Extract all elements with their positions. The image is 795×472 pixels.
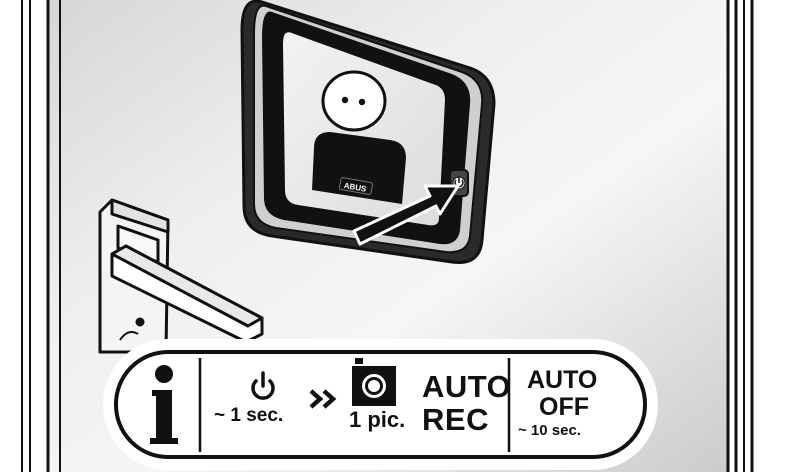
double-chevron-icon — [309, 389, 337, 409]
power-icon — [251, 371, 275, 400]
arrow-icon — [352, 184, 460, 246]
svg-text:ABUS: ABUS — [343, 181, 368, 194]
picture-count-label: 1 pic. — [349, 407, 406, 432]
brand-logo: ABUS — [339, 177, 373, 195]
door-handle — [98, 198, 264, 354]
auto-off-duration: ~ 10 sec. — [518, 422, 581, 439]
visitor-figure — [312, 70, 406, 204]
auto-rec-label-line2: REC — [422, 402, 489, 437]
camera-icon — [352, 358, 396, 406]
info-icon — [150, 365, 178, 444]
auto-off-label-line2: OFF — [539, 393, 589, 421]
auto-off-label-line1: AUTO — [527, 366, 598, 394]
power-hold-duration: ~ 1 sec. — [214, 405, 284, 426]
auto-rec-label-line1: AUTO — [422, 369, 512, 404]
